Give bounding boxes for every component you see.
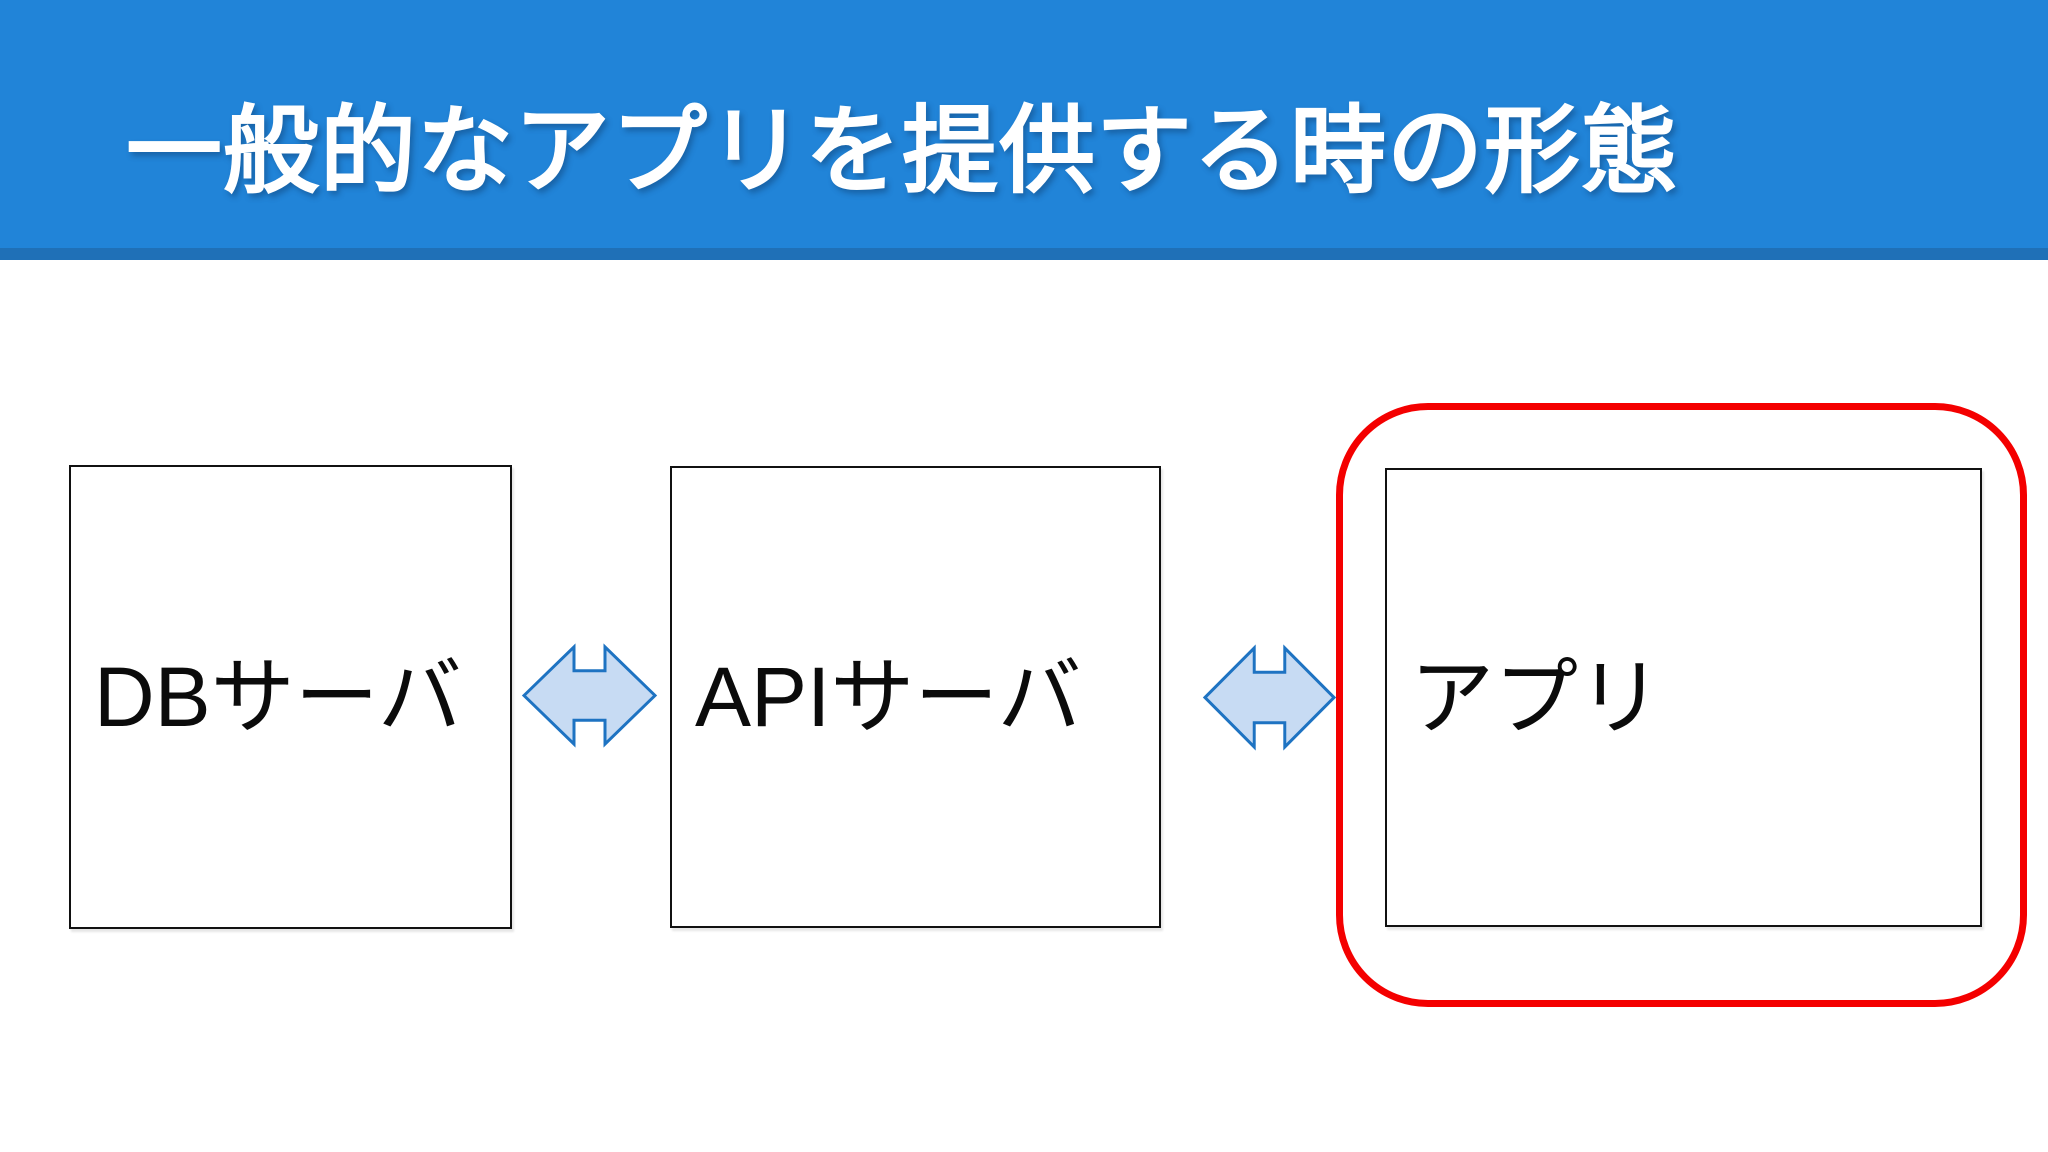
double-arrow-icon — [1202, 644, 1337, 751]
diagram-canvas: DBサーバ APIサーバ アプリ — [0, 260, 2048, 1152]
box-app-label: アプリ — [1410, 650, 1663, 745]
slide-title: 一般的なアプリを提供する時の形態 — [126, 98, 1678, 205]
box-api-server: APIサーバ — [670, 466, 1161, 928]
box-db-server: DBサーバ — [69, 465, 512, 929]
box-app: アプリ — [1385, 468, 1982, 927]
title-banner: 一般的なアプリを提供する時の形態 — [0, 0, 2048, 248]
double-arrow-icon — [521, 643, 658, 748]
banner-accent-strip — [0, 248, 2048, 260]
box-db-server-label: DBサーバ — [94, 650, 462, 744]
box-api-server-label: APIサーバ — [695, 650, 1082, 744]
